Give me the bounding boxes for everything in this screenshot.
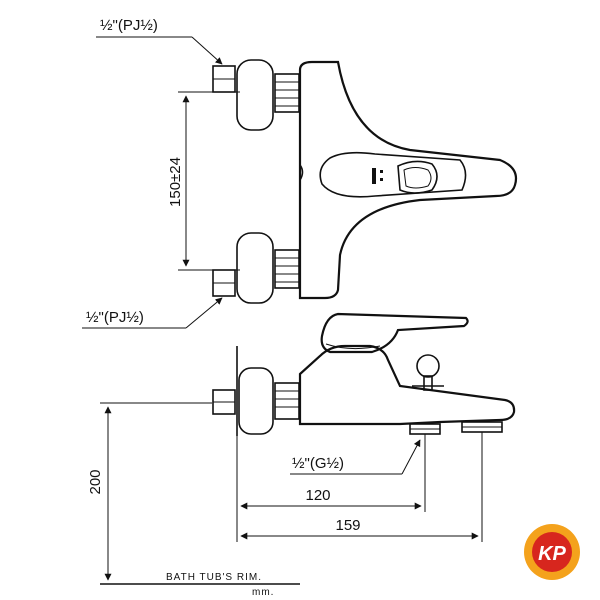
top-inlet-callout: ½"(PJ½) bbox=[96, 17, 223, 65]
depth-dimension-159: 159 bbox=[240, 432, 483, 542]
height-dimension-label: 200 bbox=[87, 469, 104, 494]
lower-inlet bbox=[212, 232, 300, 304]
logo-inner-circle bbox=[532, 532, 572, 572]
bottom-inlet-callout: ½"(PJ½) bbox=[82, 297, 223, 329]
bath-tub-rim: BATH TUB'S RIM. mm. bbox=[100, 572, 300, 598]
depth-dimension-120-label: 120 bbox=[305, 487, 330, 504]
upper-inlet bbox=[212, 59, 300, 131]
vertical-dimension-label: 150±24 bbox=[167, 157, 184, 207]
vertical-dimension: 150±24 bbox=[167, 91, 240, 271]
mixer-body-side bbox=[298, 344, 516, 426]
lever-top bbox=[319, 151, 467, 198]
rim-note-line2: mm. bbox=[252, 587, 274, 598]
kp-logo: KP bbox=[524, 524, 580, 580]
side-view: ½"(G½) 120 159 200 BATH TUB'S RIM. mm. bbox=[87, 312, 516, 598]
outlet-callout: ½"(G½) bbox=[290, 439, 421, 475]
depth-dimension-120: 120 bbox=[236, 434, 426, 542]
top-inlet-label: ½"(PJ½) bbox=[100, 17, 158, 34]
bottom-inlet-label: ½"(PJ½) bbox=[86, 309, 144, 326]
depth-dimension-159-label: 159 bbox=[335, 517, 360, 534]
top-view: 150±24 ½"(PJ½) ½"(PJ½) bbox=[82, 17, 518, 329]
height-dimension: 200 bbox=[87, 402, 212, 581]
logo-text: KP bbox=[538, 543, 566, 565]
outlet-label: ½"(G½) bbox=[292, 455, 344, 472]
lever-side bbox=[320, 312, 469, 354]
rim-note-line1: BATH TUB'S RIM. bbox=[166, 572, 262, 583]
mixer-body-top bbox=[298, 60, 518, 300]
